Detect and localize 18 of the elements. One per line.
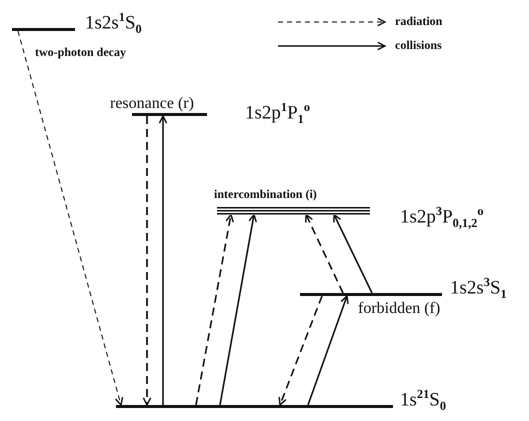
level-name: forbidden (f) bbox=[358, 301, 440, 317]
level-term: 1s2s$^{3}$S$_{1}$ bbox=[450, 276, 507, 300]
legend-text: radiation bbox=[395, 15, 442, 28]
transition-arrow bbox=[307, 295, 349, 406]
transition-arrow bbox=[278, 296, 323, 406]
level-name: resonance (r) bbox=[110, 96, 194, 112]
transition-arrow bbox=[195, 214, 234, 406]
transition-arrow bbox=[18, 30, 124, 406]
level-term: 1s$^{2}$$^{1}$S$_{0}$ bbox=[400, 388, 446, 412]
edge-label: two-photon decay bbox=[35, 46, 126, 60]
level-term: 1s2s$^{1}$S$_{0}$ bbox=[85, 11, 142, 36]
transition-arrow bbox=[219, 214, 257, 406]
transition-arrow bbox=[305, 214, 344, 294]
level-name: intercombination (i) bbox=[214, 188, 317, 200]
transition-arrow bbox=[158, 115, 168, 405]
legend-text: collisions bbox=[395, 39, 442, 52]
transition-arrow bbox=[142, 116, 152, 406]
transition-arrow bbox=[333, 214, 373, 294]
